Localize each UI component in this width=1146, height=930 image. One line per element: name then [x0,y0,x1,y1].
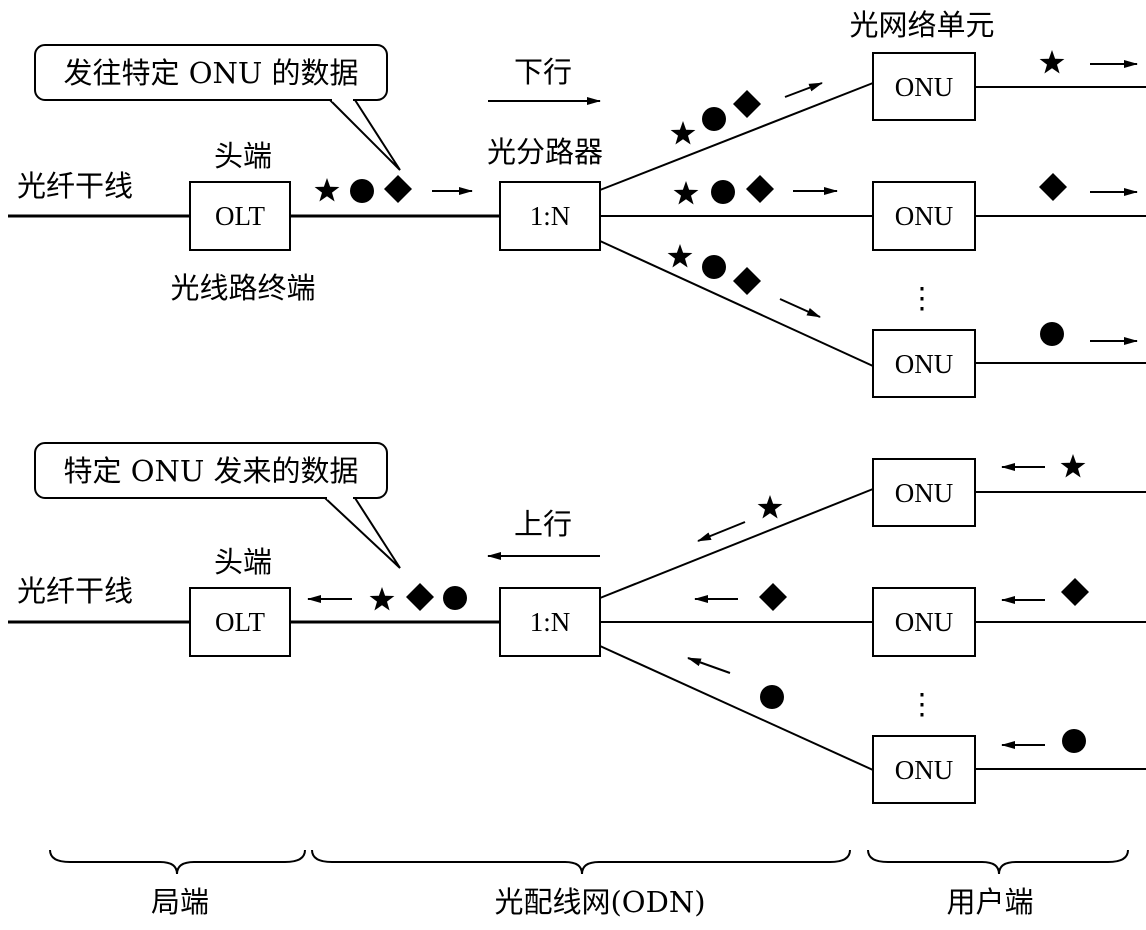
diamond-icon [406,583,434,611]
star-icon [673,181,699,205]
circle-icon [702,107,726,131]
splitter-box [499,587,601,657]
olt-box [189,587,291,657]
arrow-icon [687,657,731,674]
section-label-user: 用户端 [946,885,1033,919]
upstream-callout: 特定 ONU 发来的数据 [34,442,401,569]
splitter-box [499,181,601,251]
downstream-callout: 发往特定 ONU 的数据 [34,44,401,171]
circle-icon [711,180,735,204]
callout-text: 发往特定 ONU 的数据 [63,56,358,90]
onu-label: ONU [895,72,954,102]
star-icon [670,121,696,145]
vertical-ellipsis: ⋮ [908,687,937,721]
direction-label: 上行 [514,507,572,541]
star-icon [369,587,395,611]
splitter-label: 1:N [530,607,571,637]
section-braces: 局端 光配线网(ODN) 用户端 [49,849,1129,919]
onu-label: ONU [895,349,954,379]
diamond-icon [1061,578,1089,606]
trunk-label: 光纤干线 [17,169,133,203]
onu-label: ONU [895,607,954,637]
downstream-section: 发往特定 ONU 的数据 下行 光纤干线 头端 OLT 光线路终端 光分路器 1… [8,8,1146,398]
olt-name: 光线路终端 [170,271,315,305]
circle-icon [1062,729,1086,753]
arrow-icon [784,82,823,98]
onu-label: ONU [895,478,954,508]
brace-local [49,849,306,875]
splitter-name: 光分路器 [487,135,603,169]
diamond-icon [733,90,761,118]
onu-name: 光网络单元 [849,8,994,42]
diamond-icon [1039,173,1067,201]
onu-box [872,735,976,804]
circle-icon [760,685,784,709]
olt-label: OLT [215,201,266,231]
onu-box [872,458,976,527]
onu-box [872,587,976,657]
direction-label: 下行 [514,55,572,89]
diamond-icon [759,583,787,611]
head-end-label: 头端 [214,139,272,173]
star-icon [667,244,693,268]
star-icon [757,495,783,519]
arrow-icon [779,298,821,318]
star-icon [1060,454,1086,478]
olt-label: OLT [215,607,266,637]
diamond-icon [746,175,774,203]
section-label-local: 局端 [151,885,209,919]
section-label-odn: 光配线网(ODN) [494,885,705,919]
circle-icon [1040,322,1064,346]
onu-label: ONU [895,201,954,231]
brace-odn [311,849,851,875]
callout-text: 特定 ONU 发来的数据 [63,454,358,488]
onu-label: ONU [895,755,954,785]
circle-icon [443,586,467,610]
vertical-ellipsis: ⋮ [908,281,937,315]
diamond-icon [733,267,761,295]
arrow-icon [697,521,746,542]
star-icon [314,178,340,202]
upstream-section: 特定 ONU 发来的数据 上行 光纤干线 头端 OLT 1:N ONU ONU … [8,442,1146,804]
splitter-label: 1:N [530,201,571,231]
star-icon [1039,50,1065,74]
circle-icon [350,179,374,203]
head-end-label: 头端 [214,545,272,579]
circle-icon [702,255,726,279]
diamond-icon [384,175,412,203]
trunk-label: 光纤干线 [17,574,133,608]
brace-user [867,849,1129,875]
